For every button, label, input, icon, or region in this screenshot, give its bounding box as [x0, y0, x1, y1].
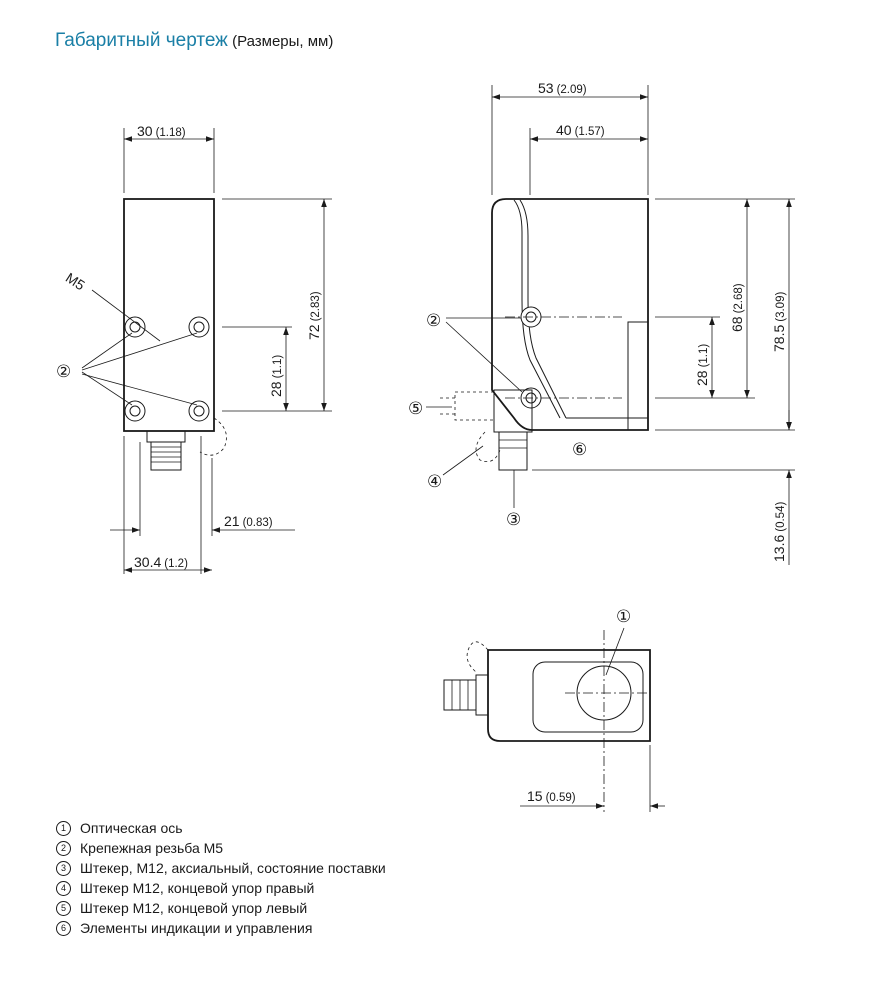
side-front-face	[513, 199, 561, 419]
bottom-callout-1: ①	[616, 607, 631, 626]
title-main: Габаритный чертеж	[55, 30, 228, 51]
bottom-view: ① 15(0.59)	[443, 607, 665, 812]
side-body	[491, 198, 649, 431]
front-dim-width-bottom: 30.4(1.2)	[134, 554, 188, 570]
front-connector-plug	[150, 441, 182, 471]
front-dim-width-top: 30(1.18)	[137, 123, 186, 139]
side-callout-5: ⑤	[408, 399, 423, 418]
side-callout-2: ②	[426, 311, 441, 330]
side-dim-hole-spacing: 28(1.1)	[694, 344, 710, 386]
front-connector-nut	[146, 430, 186, 443]
side-dim-body-width: 40(1.57)	[556, 122, 605, 138]
side-dim-connector: 13.6(0.54)	[771, 502, 787, 562]
side-indicator-window	[627, 321, 649, 431]
front-dim-hole-spacing: 28(1.1)	[268, 355, 284, 397]
side-right-connector	[475, 431, 501, 463]
bottom-dim-axis: 15(0.59)	[527, 788, 576, 804]
side-view: ② ⑤ ④ ③ ⑥ 53(2.09) 40(1.57) 28(1.1) 68(2…	[408, 80, 795, 565]
front-callout-2: ②	[56, 362, 71, 381]
front-dim-height: 72(2.83)	[306, 291, 322, 340]
title-units: (Размеры, мм)	[227, 33, 334, 50]
front-body	[123, 198, 215, 432]
front-view: M5 ② 30(1.18) 72(2.83) 28(1.1) 21(0.83) …	[56, 123, 332, 574]
side-dim-height-68: 68(2.68)	[729, 283, 745, 332]
side-callout-4: ④	[427, 472, 442, 491]
bottom-lens-frame	[532, 661, 644, 733]
bottom-connector-nut	[475, 674, 489, 716]
thread-label: M5	[63, 269, 88, 293]
side-connector-plug	[498, 431, 528, 471]
side-dim-height-78: 78.5(3.09)	[771, 292, 787, 352]
bottom-angled-connector	[466, 641, 489, 673]
side-left-connector	[454, 391, 494, 421]
side-dim-total-width: 53(2.09)	[538, 80, 587, 96]
mounting-hole-icon	[124, 316, 210, 422]
front-dim-connector-right: 21(0.83)	[224, 513, 273, 529]
side-callout-6: ⑥	[572, 440, 587, 459]
side-callout-3: ③	[506, 510, 521, 529]
drawing-title: Габаритный чертеж (Размеры, мм)	[55, 30, 333, 52]
